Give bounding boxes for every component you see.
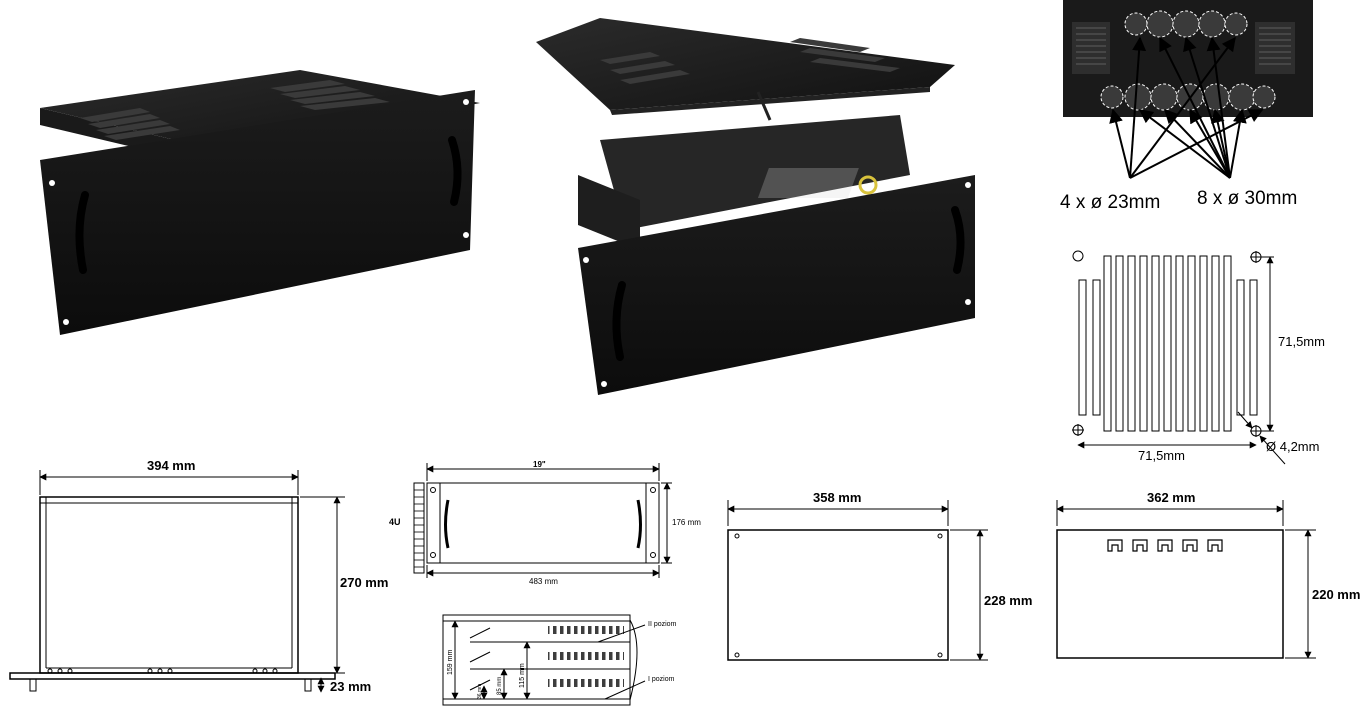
top-width-label: 358 mm (813, 490, 861, 505)
bottom-width-label: 362 mm (1147, 490, 1195, 505)
front-height-label: 176 mm (672, 518, 701, 527)
vent-height-label: 71,5mm (1278, 334, 1325, 349)
level-1-label: I poziom (648, 676, 675, 683)
vent-width-label: 71,5mm (1138, 448, 1185, 463)
rear-panel-photo: 4 x ø 23mm 8 x ø 30mm (1060, 0, 1313, 213)
vent-hole-diameter-label: Ø 4,2mm (1266, 439, 1319, 454)
interior-dim-36: 36 mm (477, 684, 483, 699)
cable-hole-circles (1100, 10, 1276, 111)
top-height-label: 228 mm (984, 593, 1032, 608)
side-height-label: 270 mm (340, 575, 388, 590)
level-2-label: II poziom (648, 621, 677, 628)
open-back-panel (600, 115, 910, 230)
side-width-label: 394 mm (147, 458, 195, 473)
small-holes-label: 4 x ø 23mm (1060, 192, 1160, 213)
open-enclosure-photo (536, 18, 975, 395)
left-handle (75, 191, 89, 274)
front-panel (40, 90, 475, 335)
interior-dim-85: 85 mm (497, 677, 503, 695)
interior-dim-159: 159 mm (447, 650, 454, 675)
top-vent-slots-left (80, 108, 180, 140)
rack-units-label: 4U (389, 517, 401, 527)
cable-entry-cutouts (1107, 539, 1223, 552)
front-panel-drawing: 4U 19" 483 mm 176 mm (389, 460, 701, 586)
large-holes-label: 8 x ø 30mm (1197, 188, 1297, 209)
rack-width-label: 19" (533, 460, 546, 469)
hole-callout-arrows (1109, 36, 1264, 179)
bottom-panel-drawing: 362 mm 220 mm (1056, 490, 1360, 659)
side-foot-label: 23 mm (330, 679, 371, 694)
closed-enclosure-photo (40, 70, 480, 335)
right-handle (448, 136, 462, 206)
top-vent-slots-right (270, 80, 390, 110)
interior-view-drawing: 159 mm 115 mm 85 mm 36 mm II poziom I po… (442, 614, 677, 706)
vent-pattern-drawing: 71,5mm 71,5mm Ø 4,2mm (1072, 250, 1325, 465)
interior-dim-115: 115 mm (519, 663, 526, 688)
bottom-height-label: 220 mm (1312, 587, 1360, 602)
top-panel-drawing: 358 mm 228 mm (727, 490, 1032, 661)
open-front-panel (578, 175, 975, 395)
lifted-cover (536, 18, 955, 110)
total-width-label: 483 mm (529, 577, 558, 586)
side-view-drawing: 394 mm 270 mm 23 mm (9, 458, 388, 694)
